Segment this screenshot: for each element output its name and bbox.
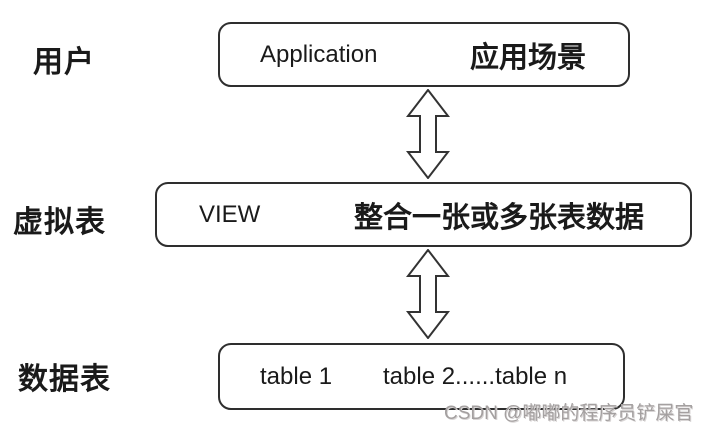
view-box: VIEW 整合一张或多张表数据 (155, 182, 692, 247)
double-arrow-icon (406, 89, 450, 179)
double-arrow-icon (406, 249, 450, 339)
tables-box: table 1 table 2......table n (218, 343, 625, 410)
view-box-left-text: VIEW (199, 200, 261, 228)
view-box-right-text: 整合一张或多张表数据 (354, 201, 645, 234)
application-box-right-text: 应用场景 (470, 41, 587, 74)
application-box: Application 应用场景 (218, 22, 630, 87)
label-data-table: 数据表 (18, 363, 111, 396)
label-user: 用户 (33, 46, 95, 79)
label-virtual-table: 虚拟表 (13, 206, 106, 239)
watermark: CSDN @嘟嘟的程序员铲屎官 (444, 403, 694, 424)
tables-box-left-text: table 1 (260, 362, 333, 390)
application-box-left-text: Application (260, 40, 378, 68)
tables-box-right-text: table 2......table n (383, 362, 568, 390)
